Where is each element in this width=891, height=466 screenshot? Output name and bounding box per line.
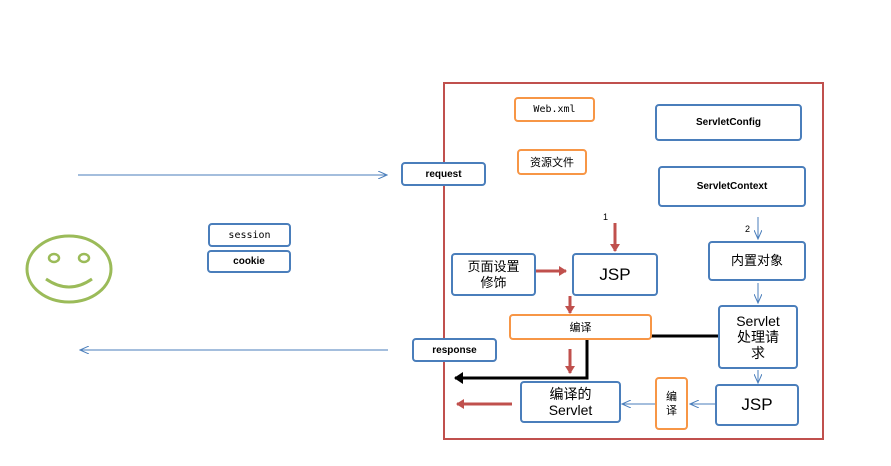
jsp-top-box: JSP (572, 253, 658, 296)
response-flow-line (454, 334, 719, 384)
compile-wide-box: 编译 (509, 314, 652, 340)
resource-files-box: 资源文件 (517, 149, 587, 175)
step1-label: 1 (603, 212, 609, 222)
web-xml-box: Web.xml (514, 97, 595, 122)
response-box: response (412, 338, 497, 362)
session-box: session (208, 223, 291, 247)
jsp-bottom-box: JSP (715, 384, 799, 426)
servlet-config-box: ServletConfig (655, 104, 802, 141)
compile-narrow-box: 编 译 (655, 377, 688, 430)
compiled-servlet-box: 编译的 Servlet (520, 381, 621, 423)
server-container (443, 82, 824, 440)
servlet-context-box: ServletContext (658, 166, 806, 207)
smiley-face-icon (25, 234, 113, 304)
builtin-objects-box: 内置对象 (708, 241, 806, 281)
step2-label: 2 (745, 224, 751, 234)
servlet-process-box: Servlet 处理请 求 (718, 305, 798, 369)
cookie-box: cookie (207, 250, 291, 273)
page-decor-box: 页面设置 修饰 (451, 253, 536, 296)
request-box: request (401, 162, 486, 186)
